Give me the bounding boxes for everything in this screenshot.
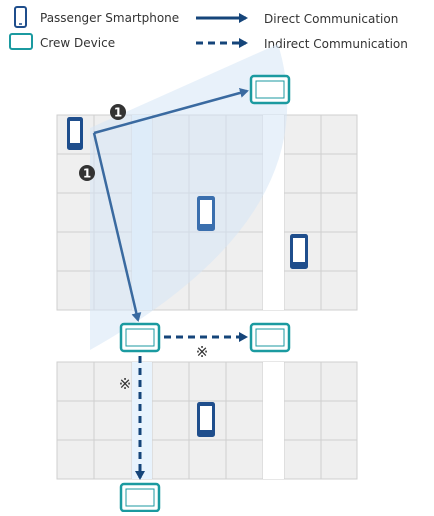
step-one-label-lower: 1 <box>83 167 91 181</box>
passenger-smartphone-source <box>67 117 83 150</box>
direct-arrow-to-middle-crew <box>92 132 142 322</box>
crew-device-legend-icon <box>9 33 33 50</box>
legend: Passenger Smartphone Crew Device Direct … <box>9 6 408 51</box>
aisle-lower-right <box>263 362 284 479</box>
step-one-badge-lower: 1 <box>79 165 95 181</box>
direct-arrow-to-top-crew <box>93 88 249 135</box>
step-one-label-upper: 1 <box>114 106 122 120</box>
passenger-smartphone-right <box>290 234 308 269</box>
crew-device-label: Crew Device <box>40 36 115 50</box>
crew-device-right <box>249 322 291 353</box>
aisle-lower-left <box>132 362 152 479</box>
crew-device-bottom <box>119 482 161 513</box>
relay-symbol-down: ※ <box>119 375 132 393</box>
passenger-smartphone-legend-icon <box>14 6 27 28</box>
crew-device-middle <box>119 322 161 353</box>
step-one-badge-upper: 1 <box>110 104 126 120</box>
direct-communication-label: Direct Communication <box>264 12 398 26</box>
indirect-communication-label: Indirect Communication <box>264 37 408 51</box>
relay-symbol-right: ※ <box>196 343 209 361</box>
passenger-smartphone-label: Passenger Smartphone <box>40 11 179 25</box>
passenger-smartphone-center <box>197 196 215 231</box>
passenger-smartphone-lower <box>197 402 215 437</box>
crew-device-top <box>249 74 291 105</box>
